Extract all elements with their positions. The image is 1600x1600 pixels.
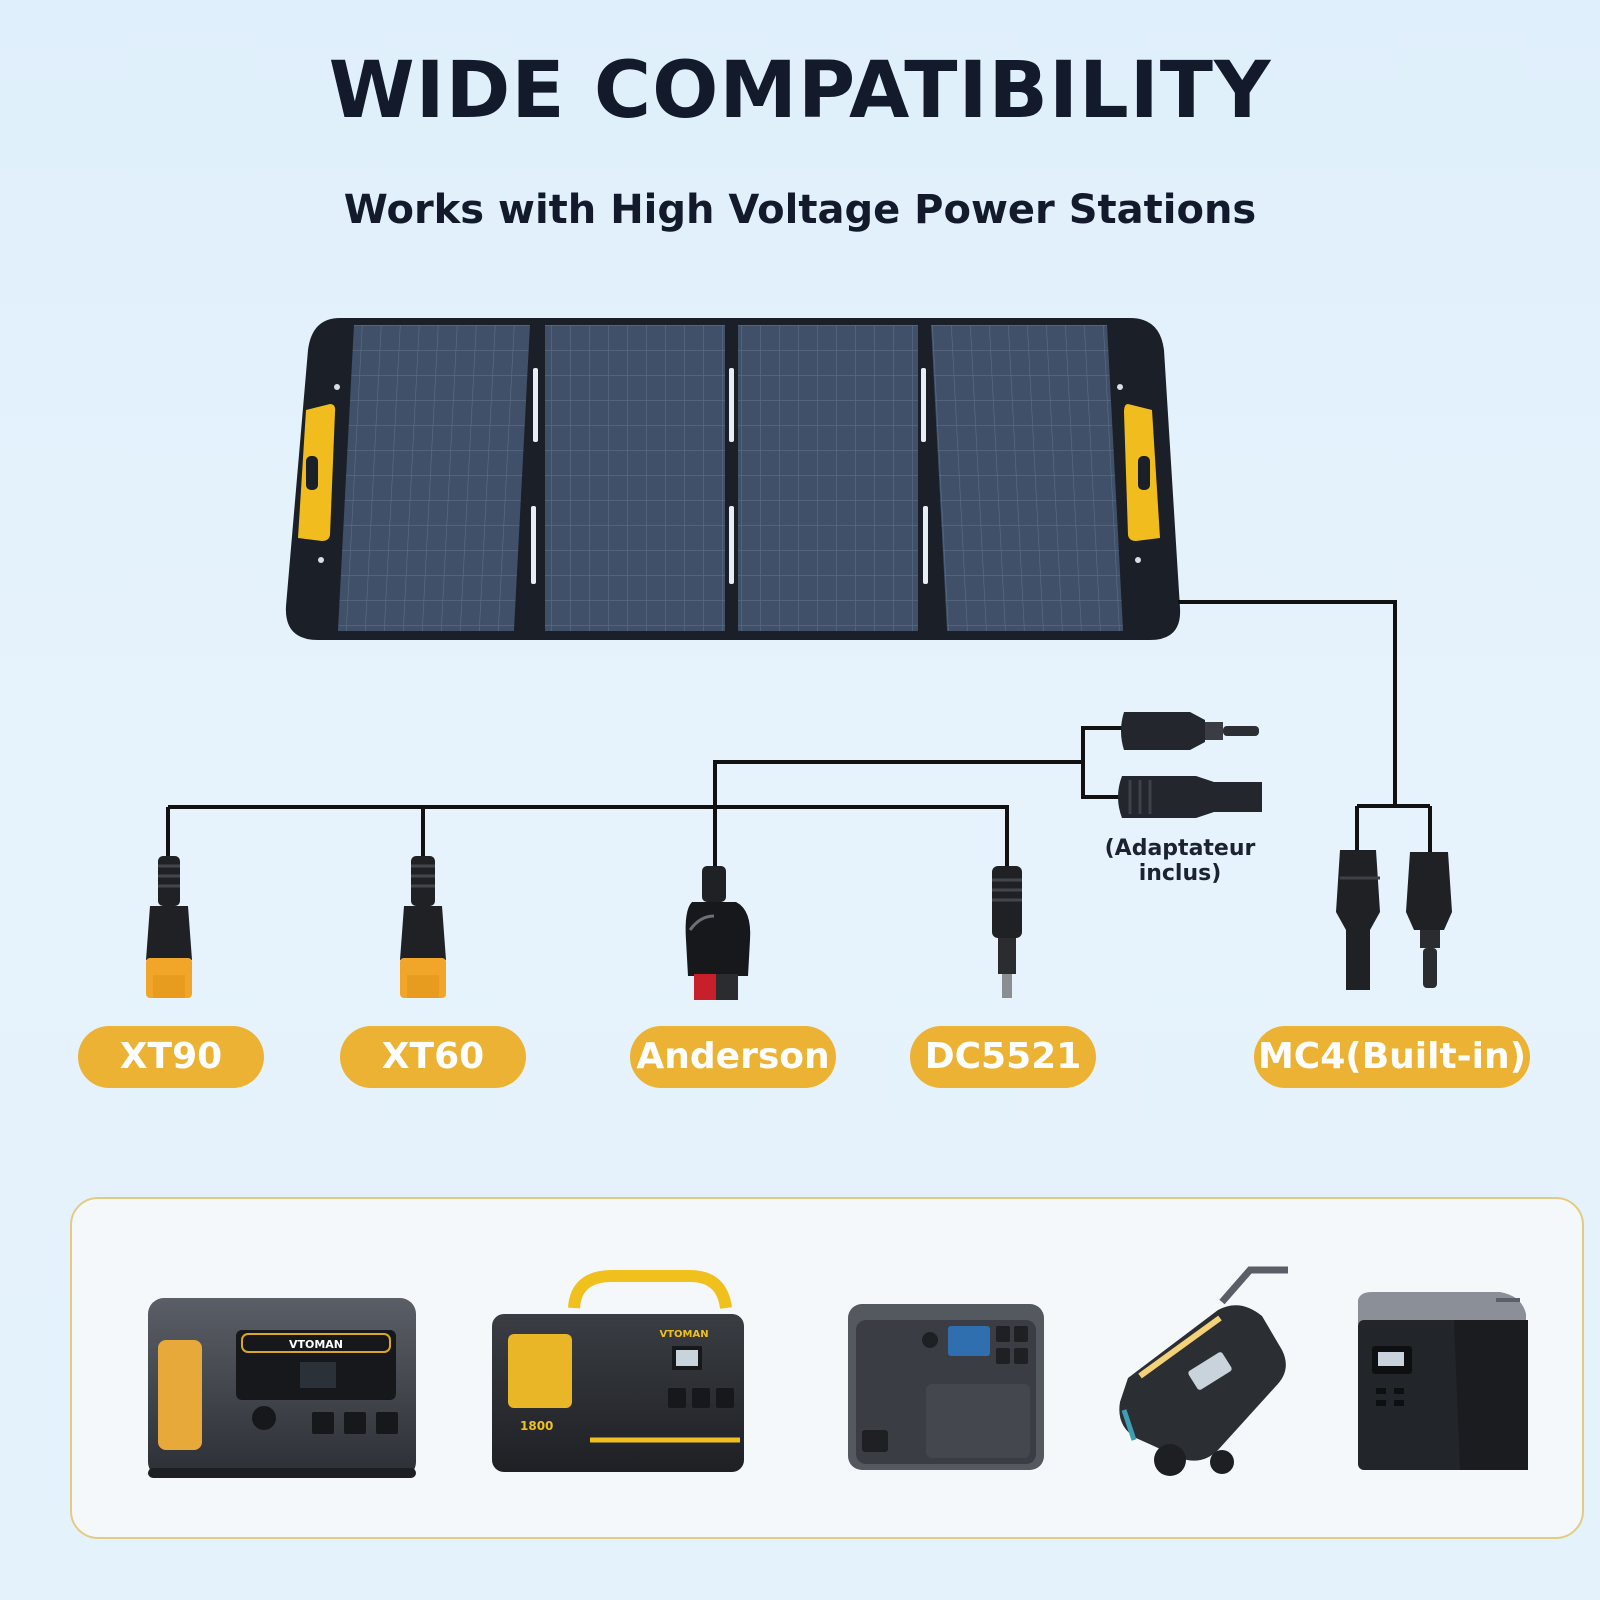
solar-panel	[285, 318, 1181, 640]
xt90-plug-icon	[146, 856, 192, 998]
page-subtitle: Works with High Voltage Power Stations	[343, 187, 1257, 233]
xt60-plug-icon	[400, 856, 446, 998]
anderson-plug-icon	[685, 866, 751, 1000]
connector-label-anderson: Anderson	[630, 1026, 836, 1088]
power-station-1-icon: VTOMAN	[148, 1298, 416, 1478]
hinge-slits	[531, 368, 928, 584]
power-station-2-icon: VTOMAN 1800	[492, 1270, 744, 1472]
device-brand-label-2: VTOMAN	[659, 1329, 708, 1340]
connector-label-mc4: MC4(Built-in)	[1254, 1026, 1530, 1088]
connector-label-xt90: XT90	[78, 1026, 264, 1088]
connector-label-xt60: XT60	[340, 1026, 526, 1088]
handle-right-icon	[1124, 404, 1160, 541]
mc4-adapter-icon	[1118, 712, 1262, 818]
page-title: WIDE COMPATIBILITY	[328, 46, 1272, 136]
device-badge-label: 1800	[520, 1419, 553, 1433]
solar-panel-sections	[337, 325, 1124, 631]
power-station-5-icon	[1358, 1292, 1528, 1470]
adapter-note: (Adaptateur inclus)	[1104, 836, 1256, 886]
cable-lines	[166, 600, 1432, 868]
dc5521-plug-icon	[992, 866, 1022, 998]
power-station-4-icon	[1119, 1266, 1288, 1476]
power-station-3-icon	[848, 1304, 1044, 1470]
device-brand-label: VTOMAN	[289, 1338, 343, 1351]
handle-left-icon	[298, 404, 336, 541]
mc4-built-in-plug-icon	[1336, 850, 1452, 990]
connector-label-dc5521: DC5521	[910, 1026, 1096, 1088]
